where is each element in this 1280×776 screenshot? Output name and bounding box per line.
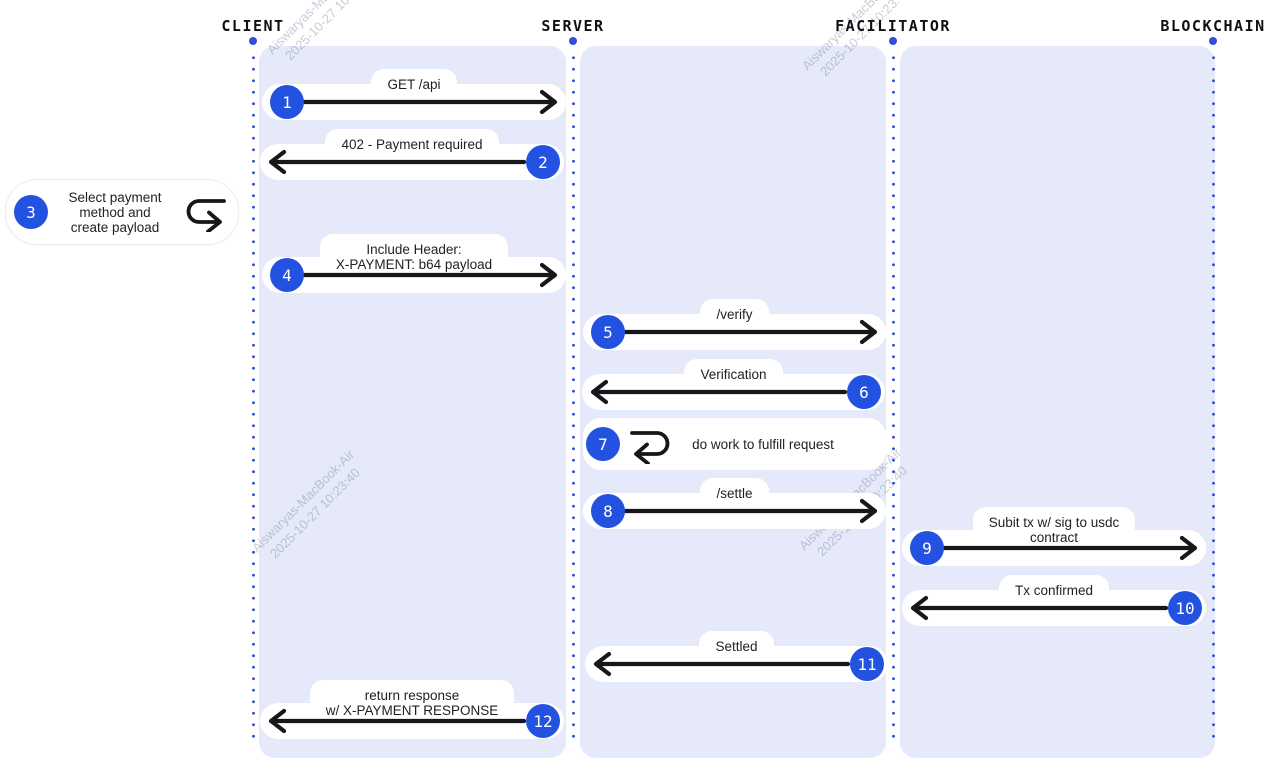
lifeline-client <box>251 52 255 742</box>
label-line: Select payment <box>68 189 162 205</box>
message-label: Include Header: X-PAYMENT: b64 payload <box>319 234 509 279</box>
message-arrow: 10 <box>902 590 1206 626</box>
step-number-badge: 3 <box>14 195 48 229</box>
message-arrow: 6 <box>582 374 885 410</box>
message-6: Verification 6 <box>582 359 885 410</box>
message-label: Tx confirmed <box>998 575 1110 605</box>
arrow-right-icon <box>299 89 558 115</box>
arrow-left-icon <box>590 379 848 405</box>
message-arrow: 9 <box>902 530 1206 566</box>
message-12: return response w/ X-PAYMENT RESPONSE 12 <box>260 680 564 739</box>
message-8: /settle 8 <box>583 478 886 529</box>
label-line: Include Header: <box>366 242 462 257</box>
step-number-badge: 4 <box>270 258 304 292</box>
label-line: return response <box>364 688 460 703</box>
message-arrow: 11 <box>585 646 888 682</box>
arrow-right-icon <box>299 262 558 288</box>
message-label: Subit tx w/ sig to usdc contract <box>972 507 1136 552</box>
message-label: /settle <box>700 478 769 508</box>
message-11: Settled 11 <box>585 631 888 682</box>
step-number-badge: 1 <box>270 85 304 119</box>
self-loop-right-icon <box>186 199 226 232</box>
message-5: /verify 5 <box>583 299 886 350</box>
lane-facilitator-blockchain <box>900 46 1215 758</box>
lifeline-server <box>571 52 575 742</box>
message-1: GET /api 1 <box>262 69 566 120</box>
arrow-right-icon <box>939 535 1198 561</box>
message-4: Include Header: X-PAYMENT: b64 payload 4 <box>262 234 566 293</box>
message-3: 3 Select payment method and create paylo… <box>5 179 239 245</box>
step-number-badge: 2 <box>526 145 560 179</box>
message-label: Verification <box>684 359 783 389</box>
lifeline-dot-blockchain <box>1209 37 1217 45</box>
message-label: Select payment method and create payload <box>48 190 182 235</box>
arrow-left-icon <box>593 651 851 677</box>
step-number-badge: 10 <box>1168 591 1202 625</box>
arrow-left-icon <box>268 149 527 175</box>
message-label: /verify <box>700 299 769 329</box>
step-number-badge: 8 <box>591 494 625 528</box>
message-arrow: 5 <box>583 314 886 350</box>
message-label: do work to fulfill request <box>692 436 834 452</box>
step-number-badge: 11 <box>850 647 884 681</box>
label-line: w/ X-PAYMENT RESPONSE <box>325 703 499 718</box>
arrow-left-icon <box>910 595 1169 621</box>
actor-server: SERVER <box>541 17 605 35</box>
lifeline-dot-server <box>569 37 577 45</box>
arrow-right-icon <box>620 498 878 524</box>
step-number-badge: 7 <box>586 427 620 461</box>
actor-blockchain: BLOCKCHAIN <box>1160 17 1266 35</box>
arrow-left-icon <box>268 708 527 734</box>
message-10: Tx confirmed 10 <box>902 575 1206 626</box>
message-9: Subit tx w/ sig to usdc contract 9 <box>902 507 1206 566</box>
message-7: 7 do work to fulfill request <box>583 418 886 470</box>
lifeline-dot-client <box>249 37 257 45</box>
message-label: return response w/ X-PAYMENT RESPONSE <box>309 680 515 725</box>
message-arrow: 2 <box>260 144 564 180</box>
self-loop-left-icon <box>630 431 670 464</box>
step-number-badge: 9 <box>910 531 944 565</box>
label-line: X-PAYMENT: b64 payload <box>335 257 493 272</box>
label-line: method and <box>79 204 151 220</box>
message-label: GET /api <box>371 69 457 99</box>
message-2: 402 - Payment required 2 <box>260 129 564 180</box>
step-number-badge: 5 <box>591 315 625 349</box>
actor-facilitator: FACILITATOR <box>835 17 951 35</box>
message-arrow: 1 <box>262 84 566 120</box>
arrow-right-icon <box>620 319 878 345</box>
message-label: 402 - Payment required <box>325 129 499 159</box>
label-line: create payload <box>70 219 160 235</box>
lifeline-facilitator <box>891 52 895 742</box>
step-number-badge: 6 <box>847 375 881 409</box>
actor-client: CLIENT <box>221 17 285 35</box>
lifeline-dot-facilitator <box>889 37 897 45</box>
message-arrow: 4 <box>262 257 566 293</box>
label-line: Subit tx w/ sig to usdc <box>988 515 1120 530</box>
lifeline-blockchain <box>1211 52 1215 742</box>
label-line: contract <box>1029 530 1079 545</box>
message-arrow: 8 <box>583 493 886 529</box>
step-number-badge: 12 <box>526 704 560 738</box>
message-label: Settled <box>699 631 774 661</box>
message-arrow: 12 <box>260 703 564 739</box>
